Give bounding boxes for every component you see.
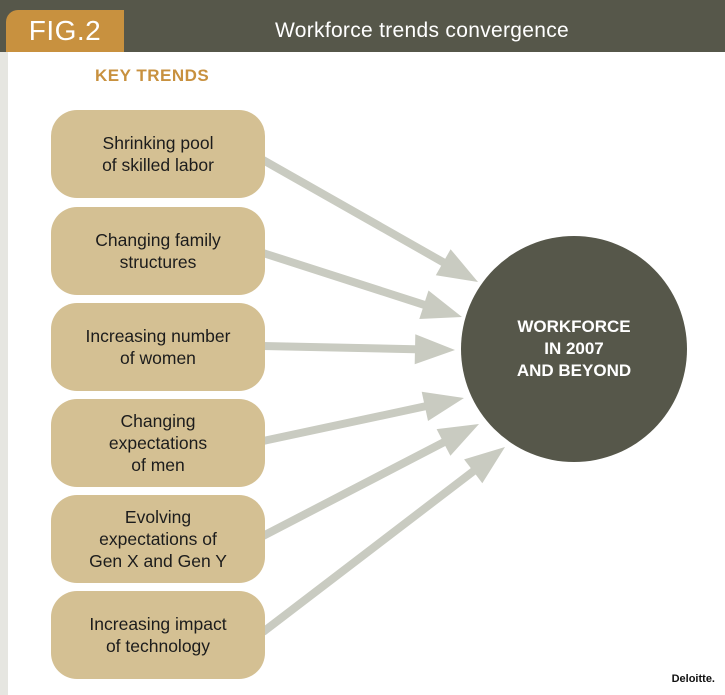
- arrow-gen-x-gen-y: [261, 424, 479, 540]
- figure-title: Workforce trends convergence: [275, 19, 569, 42]
- left-edge-strip: [0, 52, 8, 695]
- deloitte-logo: Deloitte.: [671, 673, 715, 685]
- trend-box-women: Increasing number of women: [51, 303, 265, 391]
- workforce-hub-circle: WORKFORCE IN 2007 AND BEYOND: [461, 236, 687, 462]
- arrow-technology: [260, 447, 505, 636]
- trend-box-gen-x-gen-y: Evolving expectations of Gen X and Gen Y: [51, 495, 265, 583]
- trend-box-family-structures: Changing family structures: [51, 207, 265, 295]
- trend-box-men-expectations: Changing expectations of men: [51, 399, 265, 487]
- trend-box-skilled-labor: Shrinking pool of skilled labor: [51, 110, 265, 198]
- arrow-family-structures: [261, 249, 462, 319]
- figure-number-tab: FIG.2: [6, 10, 124, 52]
- arrow-skilled-labor: [261, 156, 478, 282]
- key-trends-heading: KEY TRENDS: [95, 66, 210, 85]
- arrow-women: [262, 334, 455, 365]
- arrow-men-expectations: [262, 391, 464, 445]
- trend-box-technology: Increasing impact of technology: [51, 591, 265, 679]
